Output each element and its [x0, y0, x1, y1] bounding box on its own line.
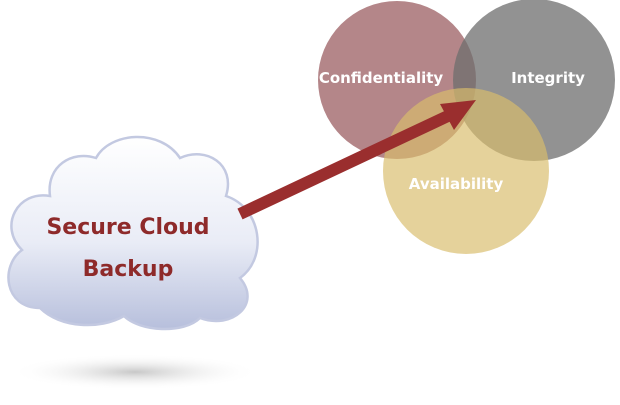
confidentiality-label: Confidentiality	[319, 69, 444, 87]
cloud-label-line1: Secure Cloud	[46, 215, 209, 240]
availability-label: Availability	[409, 175, 504, 193]
cloud-shadow	[10, 354, 260, 390]
cloud-shape	[7, 135, 259, 331]
integrity-label: Integrity	[511, 69, 585, 87]
arrow-head	[440, 100, 476, 130]
arrow-shaft	[237, 109, 453, 220]
cloud-label-line2: Backup	[83, 257, 174, 282]
arrow	[237, 100, 476, 220]
